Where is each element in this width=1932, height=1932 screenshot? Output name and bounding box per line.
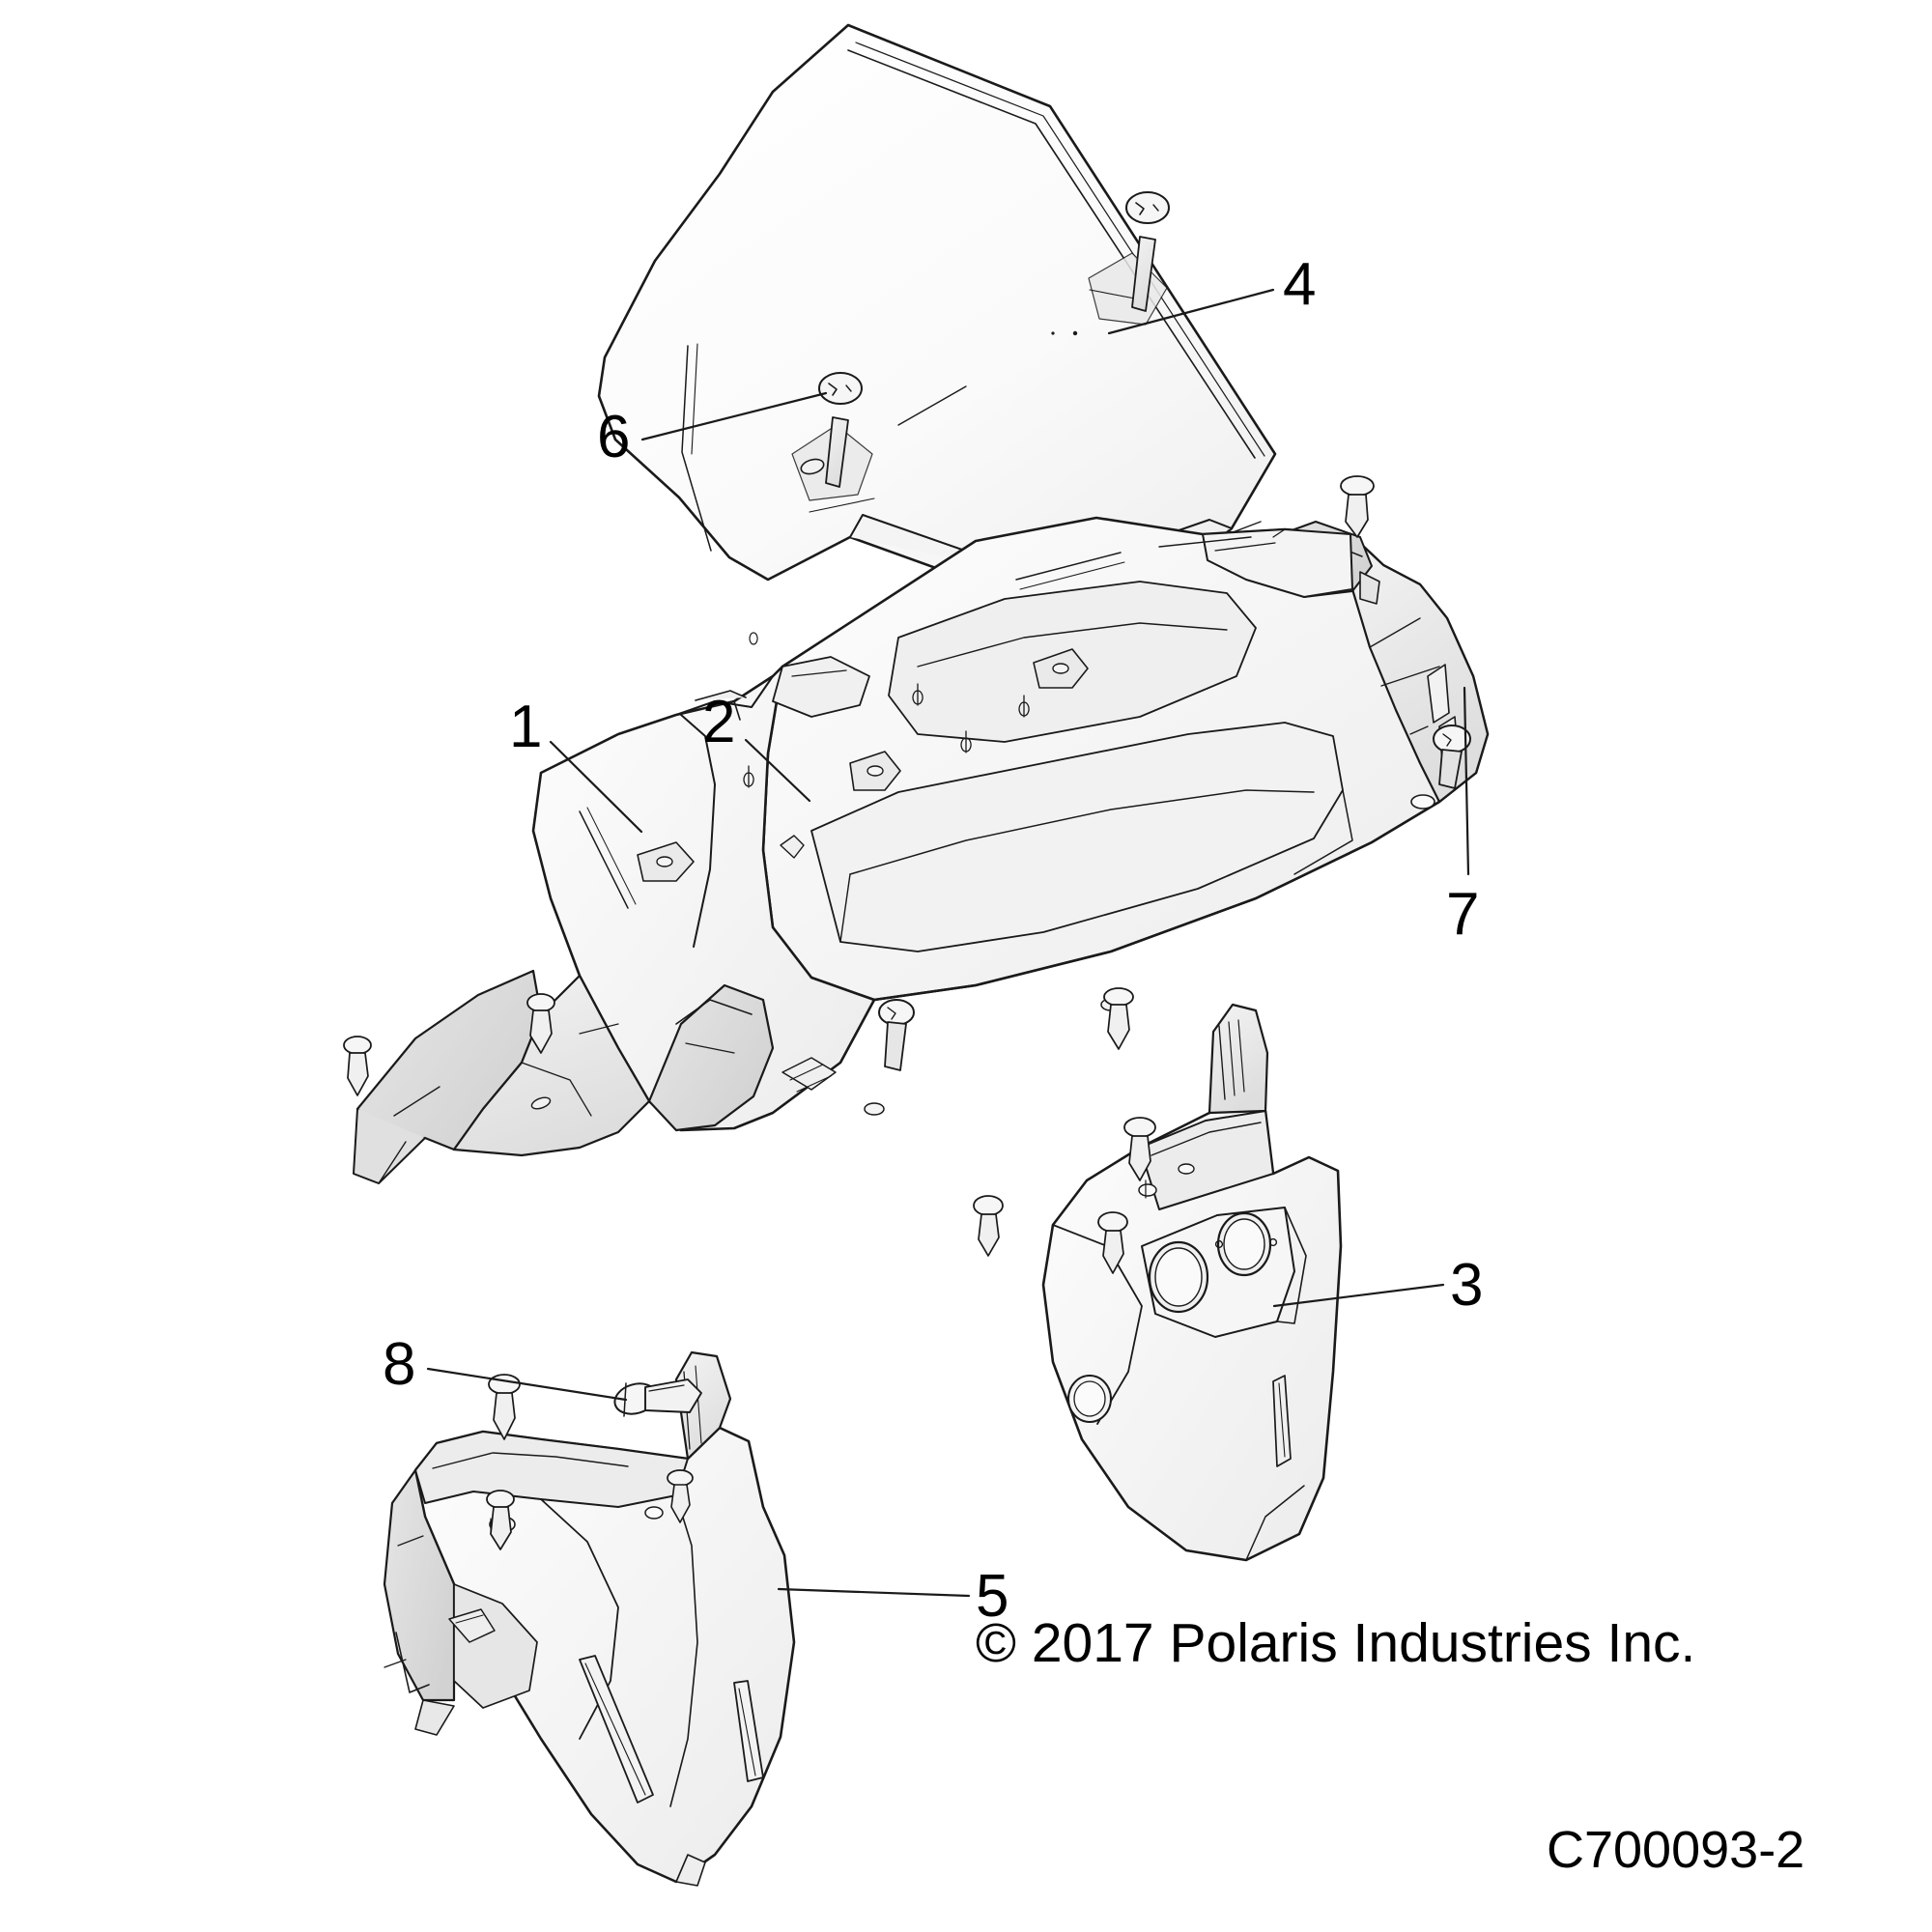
leader-line-6	[640, 391, 828, 441]
leader-line-3	[1272, 1283, 1445, 1308]
tray-boss-1	[1033, 648, 1089, 689]
fastener-push-rivet-panel-left[interactable]	[973, 1195, 1004, 1257]
tray-boss-3	[637, 841, 695, 882]
fastener-windshield-screw-upper[interactable]	[1125, 191, 1170, 312]
fastener-push-rivet-panel-upper[interactable]	[1123, 1117, 1156, 1181]
part-hood-dash-assembly[interactable]	[353, 516, 1490, 1184]
callout-label-4: 4	[1283, 251, 1317, 318]
leader-line-5	[777, 1587, 971, 1598]
fastener-push-rivet-dash-left[interactable]	[526, 993, 555, 1054]
leader-line-2	[744, 738, 811, 803]
leader-line-4	[1107, 288, 1275, 335]
leader-line-1	[549, 740, 643, 834]
callout-label-8: 8	[383, 1331, 416, 1398]
fastener-dash-screw-center[interactable]	[878, 999, 915, 1071]
copyright-notice: © 2017 Polaris Industries Inc.	[976, 1612, 1696, 1674]
callout-label-3: 3	[1450, 1252, 1484, 1319]
part-windshield[interactable]	[597, 23, 1277, 603]
leader-line-8	[426, 1367, 628, 1402]
fastener-dash-screw-right[interactable]	[1410, 724, 1471, 810]
leader-lines	[426, 288, 1470, 1598]
fastener-push-rivet-left-panel-lower[interactable]	[486, 1490, 515, 1550]
fastener-push-rivet-callout-8[interactable]	[611, 1378, 702, 1419]
fastener-windshield-screw-lower[interactable]	[818, 372, 863, 488]
callout-label-1: 1	[509, 694, 543, 760]
callout-label-7: 7	[1446, 881, 1480, 948]
tray-boss-2	[849, 751, 901, 791]
leader-line-7	[1463, 686, 1470, 876]
fastener-push-rivet-dash-lower-left[interactable]	[343, 1036, 372, 1096]
fastener-push-rivet-dash-top-right[interactable]	[1340, 475, 1375, 538]
fastener-push-rivet-dash-center[interactable]	[1103, 987, 1134, 1050]
fastener-push-rivet-left-panel[interactable]	[488, 1374, 521, 1440]
callout-label-2: 2	[702, 689, 736, 755]
callout-label-5: 5	[976, 1563, 1009, 1630]
part-right-lower-side-panel[interactable]	[1041, 1003, 1343, 1562]
fastener-push-rivet-left-panel-inner[interactable]	[667, 1469, 694, 1523]
callout-label-6: 6	[597, 404, 631, 470]
part-left-lower-side-panel[interactable]	[383, 1350, 796, 1887]
drawing-number: C700093-2	[1547, 1821, 1805, 1879]
fastener-push-rivet-panel-right[interactable]	[1097, 1211, 1128, 1274]
